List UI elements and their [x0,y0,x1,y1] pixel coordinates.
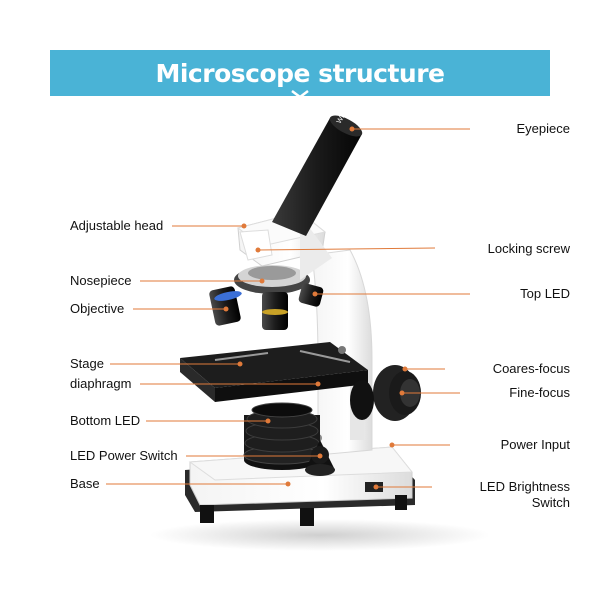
leader-eyepiece-dot [350,127,355,132]
label-led-power-switch: LED Power Switch [70,448,178,464]
label-objective: Objective [70,301,124,317]
label-fine-focus: Fine-focus [509,385,570,401]
floor-shadow [150,519,490,551]
leader-diaphragm-dot [316,382,321,387]
leader-objective-dot [224,307,229,312]
leader-locking-screw-dot [256,248,261,253]
leader-adjustable-head-dot [242,224,247,229]
label-coares-focus: Coares-focus [493,361,570,377]
leader-bottom-led-dot [266,419,271,424]
bottom-led-shape [244,403,320,470]
leader-fine-focus-dot [400,391,405,396]
label-top-led: Top LED [520,286,570,302]
label-nosepiece: Nosepiece [70,273,131,289]
label-led-brightness-switch: LED Brightness Switch [480,479,570,511]
leader-led-brightness-switch-dot [374,485,379,490]
nosepiece-shape [234,265,310,294]
leader-coares-focus-dot [403,367,408,372]
label-locking-screw: Locking screw [488,241,570,257]
leader-stage-dot [238,362,243,367]
label-diaphragm: diaphragm [70,376,131,392]
label-adjustable-head: Adjustable head [70,218,163,234]
leader-power-input-dot [390,443,395,448]
label-bottom-led: Bottom LED [70,413,140,429]
label-eyepiece: Eyepiece [517,121,570,137]
eyepiece-shape: WF25X [272,101,365,236]
label-power-input: Power Input [501,437,570,453]
leader-base-dot [286,482,291,487]
leader-nosepiece-dot [260,279,265,284]
label-base: Base [70,476,100,492]
leader-led-power-switch-dot [318,454,323,459]
leader-top-led-dot [313,292,318,297]
label-stage: Stage [70,356,104,372]
